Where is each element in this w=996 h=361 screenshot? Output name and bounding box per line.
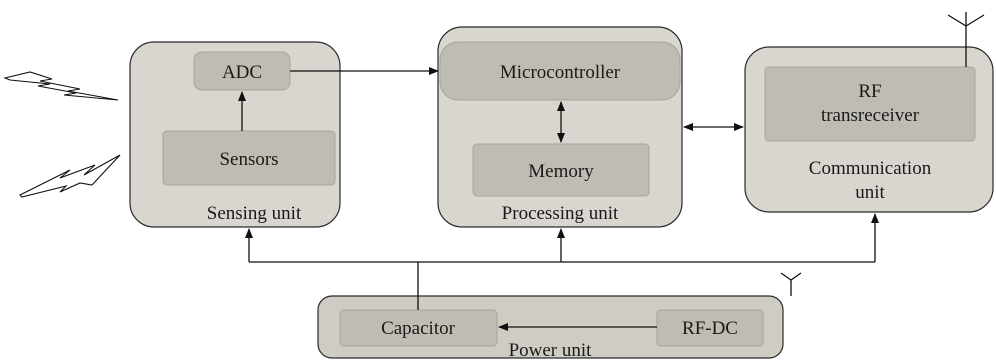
power-unit-label: Power unit [509, 340, 593, 361]
adc-label: ADC [222, 62, 262, 83]
communication-unit-label-line2: unit [855, 182, 885, 203]
microcontroller-block [439, 41, 681, 101]
signal-bolt-lower-icon [19, 154, 121, 198]
memory-block [472, 143, 650, 197]
microcontroller-label: Microcontroller [500, 62, 621, 83]
power-unit: Capacitor RF-DC Power unit [317, 295, 784, 361]
sensing-unit: ADC Sensors Sensing unit [129, 41, 341, 228]
signal-bolt-upper-icon [3, 71, 119, 101]
communication-unit: RF transreceiver Communication unit [744, 46, 994, 213]
processing-unit: Microcontroller Memory Processing unit [437, 26, 683, 228]
sensors-block [162, 130, 336, 186]
sensors-label: Sensors [219, 149, 278, 170]
rf-dc-block [656, 309, 764, 347]
rf-label: RF [858, 81, 881, 102]
rf-dc-label: RF-DC [682, 318, 738, 339]
capacitor-label: Capacitor [381, 318, 456, 339]
transreceiver-label: transreceiver [821, 105, 920, 126]
rf-transreceiver-block [764, 66, 976, 142]
power-bus [245, 213, 879, 310]
communication-unit-label-line1: Communication [809, 158, 932, 179]
processing-unit-label: Processing unit [502, 203, 619, 224]
communication-antenna-icon [947, 12, 985, 67]
memory-label: Memory [528, 161, 594, 182]
sensing-unit-label: Sensing unit [207, 203, 302, 224]
power-antenna-icon [780, 272, 802, 296]
